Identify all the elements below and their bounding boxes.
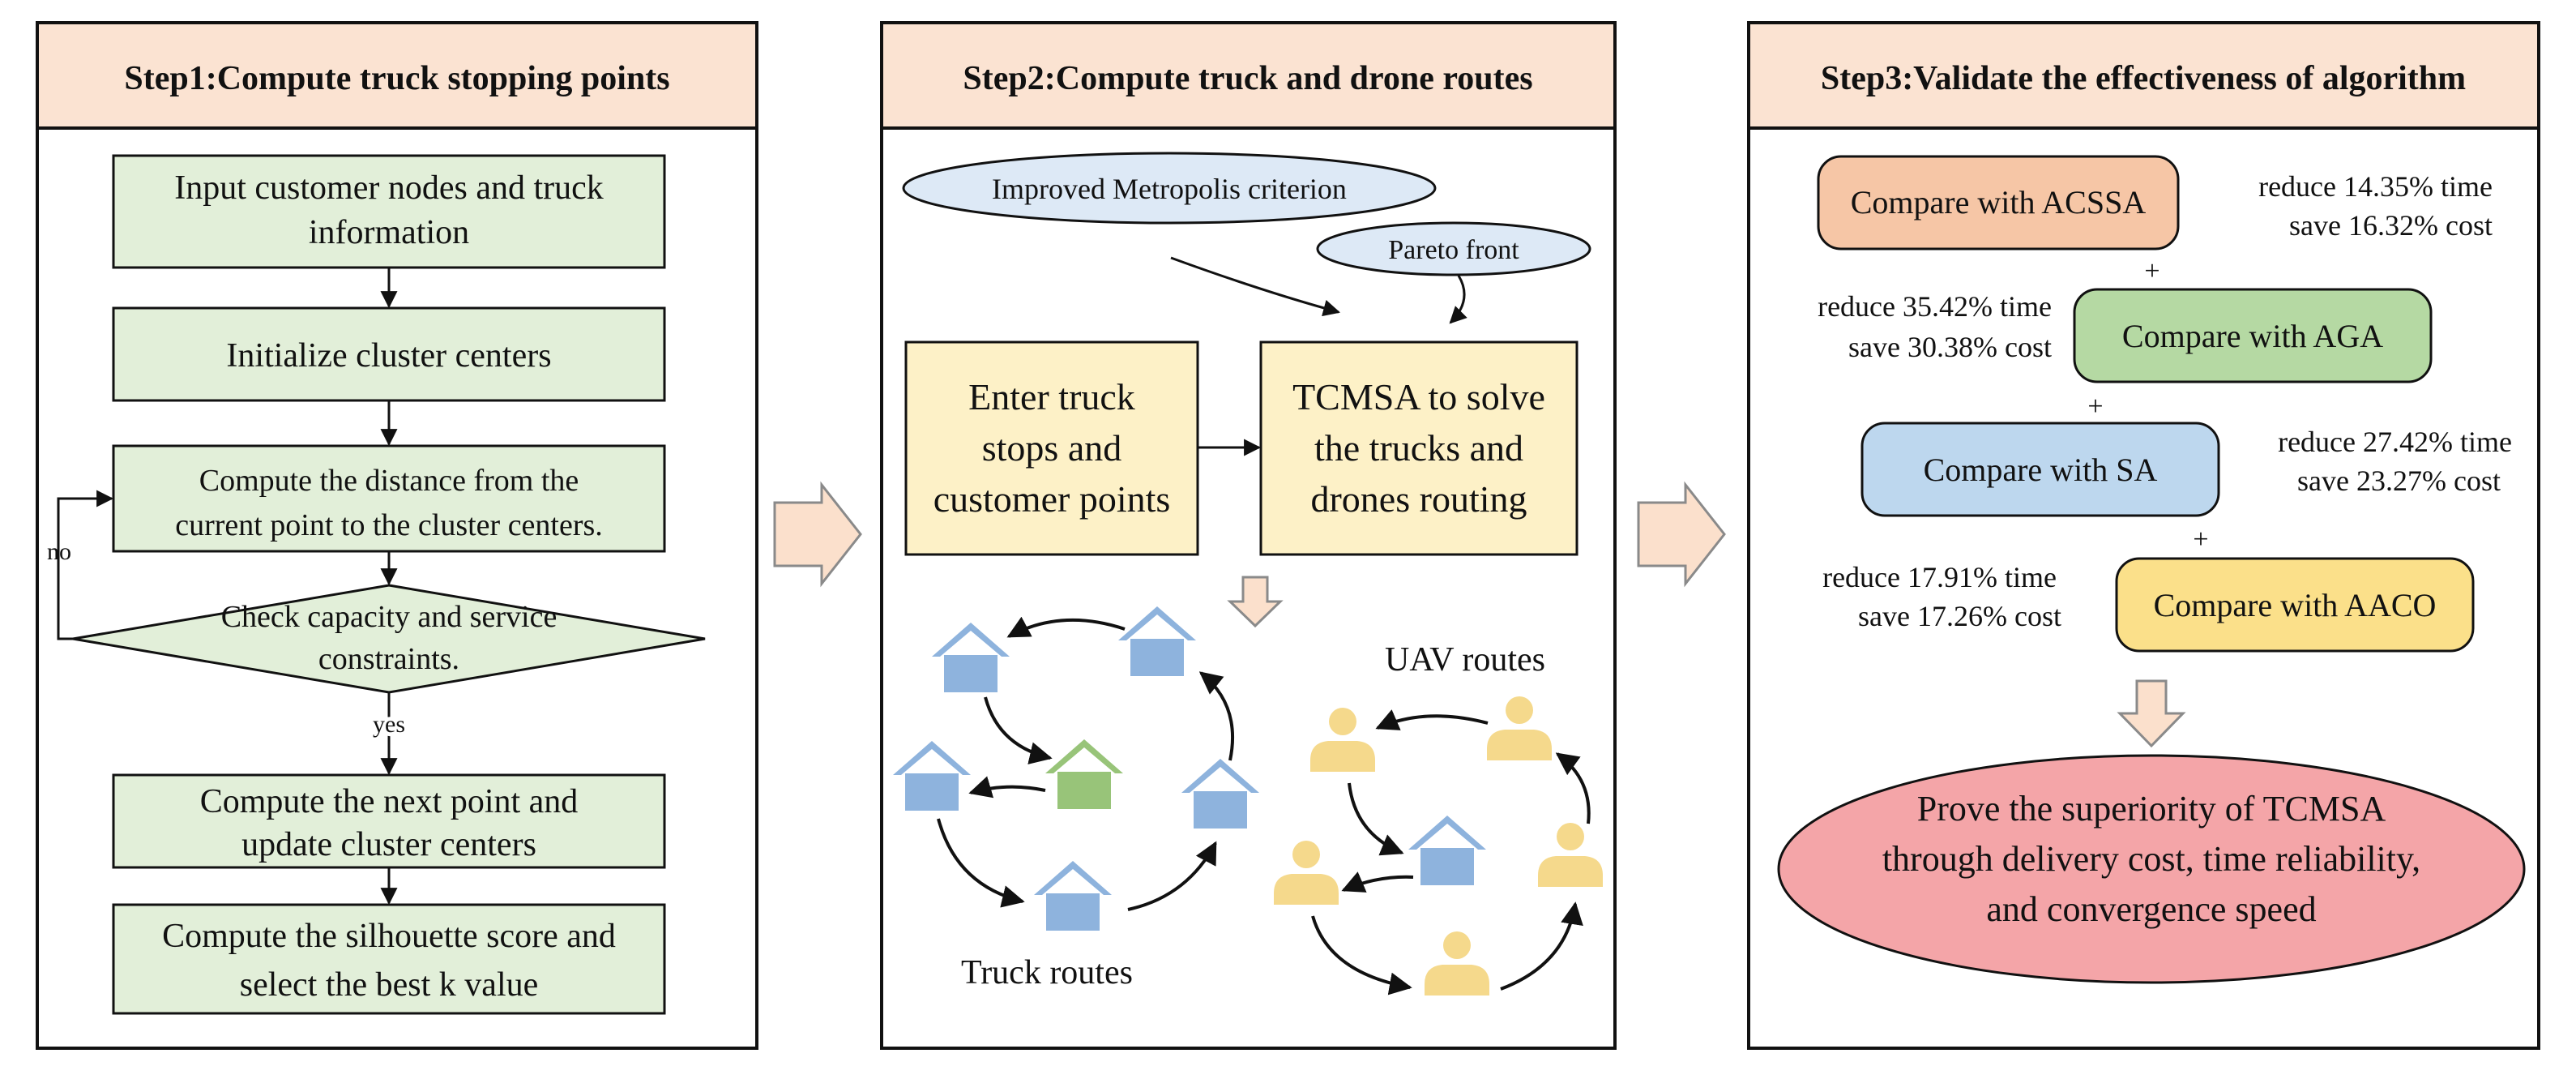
step1-input-line2: information [309,214,469,251]
step1-silhouette-box [112,903,666,1015]
compare-aga-box [2073,288,2433,383]
compare-sa-box [1860,422,2220,517]
compare-sa-label: Compare with SA [1924,452,2158,488]
step1-init-text: Initialize cluster centers [226,337,551,375]
metropolis-label: Improved Metropolis criterion [992,173,1347,205]
step1-input-line1: Input customer nodes and truck [174,169,604,207]
enter-stops-line2: stops and [982,427,1122,469]
step1-silhouette-line1: Compute the silhouette score and [162,918,616,955]
step3-title: Step3:Validate the effectiveness of algo… [1821,60,2466,97]
step1-header [36,21,758,130]
tcmsa-solve-line2: the trucks and [1314,427,1523,469]
acssa-time-stat: reduce 14.35% time [2258,170,2493,203]
step3-panel: Step3:Validate the effectiveness of algo… [1747,21,2540,1050]
plus-1: + [2144,256,2159,286]
step1-decision-line2: constraints. [318,642,459,676]
sa-time-stat: reduce 27.42% time [2278,426,2512,458]
step1-silhouette-line2: select the best k value [240,966,539,1004]
tcmsa-solve-line3: drones routing [1310,478,1527,520]
enter-stops-box [904,340,1199,556]
step1-no-loop-arrow [57,490,114,640]
pareto-label: Pareto front [1388,235,1519,265]
enter-stops-line3: customer points [933,478,1171,520]
step3-header [1747,21,2540,130]
step1-distance-line2: current point to the cluster centers. [175,508,603,542]
step1-to-step2-arrow [773,481,862,588]
step1-distance-box [112,444,666,553]
aaco-cost-stat: save 17.26% cost [1858,600,2061,632]
uav-route-arrows [1311,709,1591,996]
result-line1: Prove the superiority of TCMSA [1917,789,2386,829]
step2-to-step3-arrow [1637,481,1726,588]
step2-title: Step2:Compute truck and drone routes [963,60,1532,97]
compare-aga-label: Compare with AGA [2122,318,2383,354]
step1-next-line1: Compute the next point and [200,783,579,820]
aga-time-stat: reduce 35.42% time [1818,290,2052,323]
enter-stops-line1: Enter truck [968,376,1135,417]
acssa-cost-stat: save 16.32% cost [2289,209,2493,242]
metropolis-ellipse [902,152,1437,225]
uav-routes-label: UAV routes [1385,641,1545,679]
step1-panel: Step1:Compute truck stopping points Inpu… [36,21,758,1050]
metropolis-arrow [1170,256,1341,317]
result-line3: and convergence speed [1986,889,2316,929]
step1-init-box [112,306,666,402]
step1-title: Step1:Compute truck stopping points [124,60,669,97]
step2-header [880,21,1617,130]
truck-route-arrows [937,616,1234,911]
step2-down-arrow [1227,576,1284,628]
step1-next-line2: update cluster centers [241,826,536,863]
aaco-time-stat: reduce 17.91% time [1822,561,2057,593]
step1-distance-line1: Compute the distance from the [199,464,579,498]
aga-cost-stat: save 30.38% cost [1848,331,2052,363]
sa-cost-stat: save 23.27% cost [2297,465,2501,497]
result-line2: through delivery cost, time reliability, [1882,839,2420,879]
pareto-arrow [1449,275,1467,324]
plus-3: + [2193,525,2208,554]
compare-aaco-box [2115,557,2475,653]
compare-acssa-label: Compare with ACSSA [1851,184,2147,221]
truck-routes-label: Truck routes [961,954,1133,991]
pareto-ellipse [1316,221,1591,276]
step1-yes-label: yes [373,711,405,738]
step1-decision-line1: Check capacity and service [221,600,557,634]
tcmsa-solve-box [1259,340,1578,556]
compare-aaco-label: Compare with AACO [2154,587,2437,623]
step3-down-arrow [2117,679,2186,748]
step1-input-box [112,154,666,269]
result-ellipse [1777,754,2526,984]
tcmsa-solve-line1: TCMSA to solve [1292,376,1545,417]
plus-2: + [2087,392,2103,422]
compare-acssa-box [1817,155,2180,250]
step1-no-label: no [47,538,71,565]
step2-panel: Step2:Compute truck and drone routes Imp… [880,21,1617,1050]
